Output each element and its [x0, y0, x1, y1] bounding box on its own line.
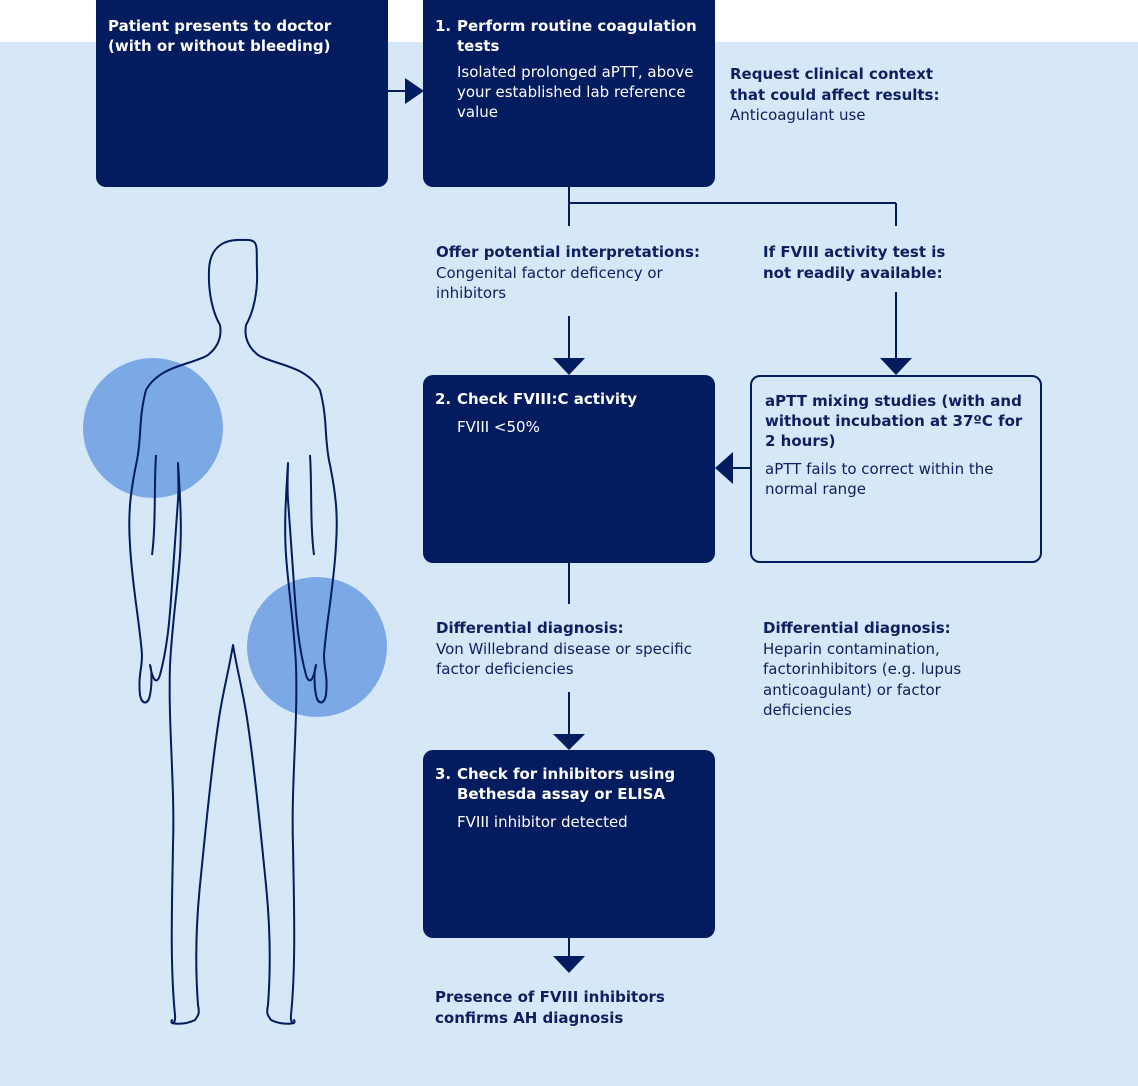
patient-presents-box: Patient presents to doctor (with or with… [96, 0, 388, 187]
arrowhead-to-step2 [553, 358, 585, 375]
ah-diagnosis-conclusion: Presence of FVIII inhibitors confirms AH… [435, 988, 665, 1027]
mixing-studies-box: aPTT mixing studies (with and without in… [750, 375, 1042, 563]
step2-fviii-activity-box: 2. Check FVIII:C activity FVIII <50% [423, 375, 715, 563]
arrowhead-to-step2-left [715, 452, 733, 484]
mixing-studies-result: aPTT fails to correct within the normal … [765, 460, 994, 498]
clinical-context-body: Anticoagulant use [730, 106, 866, 124]
differential-left-heading: Differential diagnosis: [436, 619, 624, 637]
step2-result: FVIII <50% [457, 418, 540, 436]
fviii-unavailable-heading: If FVIII activity test is not readily av… [763, 243, 946, 282]
step3-number: 3. [435, 765, 452, 783]
thigh-bleeding-circle [247, 577, 387, 717]
step1-heading: 1. Perform routine coagulation tests [435, 16, 703, 56]
step2-heading: 2. Check FVIII:C activity [435, 389, 703, 409]
arrowhead-to-step1 [405, 78, 424, 104]
step1-routine-tests-box: 1. Perform routine coagulation tests Iso… [423, 0, 715, 187]
arrowhead-to-mixing [880, 358, 912, 375]
body-silhouette [128, 238, 338, 1025]
differential-right-heading: Differential diagnosis: [763, 619, 951, 637]
arrowhead-to-conclusion [553, 956, 585, 973]
interpretations-heading: Offer potential interpretations: [436, 243, 700, 261]
arrowhead-to-step3 [553, 734, 585, 750]
step1-title: Perform routine coagulation tests [457, 17, 697, 55]
step1-number: 1. [435, 17, 452, 35]
shoulder-bleeding-circle [83, 358, 223, 498]
step1-result: Isolated prolonged aPTT, above your esta… [457, 63, 694, 121]
right-arm-inner [309, 454, 315, 556]
differential-right-body: Heparin contamination, factorinhibitors … [763, 639, 962, 720]
step3-result: FVIII inhibitor detected [457, 813, 628, 831]
fviii-unavailable-note: If FVIII activity test is not readily av… [763, 242, 968, 283]
differential-diagnosis-left: Differential diagnosis: Von Willebrand d… [436, 618, 716, 680]
step2-number: 2. [435, 390, 452, 408]
differential-left-body: Von Willebrand disease or specific facto… [436, 639, 692, 679]
step3-heading: 3. Check for inhibitors using Bethesda a… [435, 764, 703, 804]
clinical-context-note: Request clinical context that could affe… [730, 64, 950, 126]
differential-diagnosis-right: Differential diagnosis: Heparin contamin… [763, 618, 988, 721]
step3-inhibitors-box: 3. Check for inhibitors using Bethesda a… [423, 750, 715, 938]
left-arm-inner [151, 454, 157, 556]
patient-presents-text: Patient presents to doctor (with or with… [108, 17, 332, 55]
step3-title: Check for inhibitors using Bethesda assa… [457, 765, 676, 803]
human-body-outline-icon [83, 238, 387, 1025]
interpretations-note: Offer potential interpretations: Congeni… [436, 242, 706, 304]
step2-title: Check FVIII:C activity [457, 390, 637, 408]
clinical-context-heading: Request clinical context that could affe… [730, 65, 940, 104]
interpretations-body: Congenital factor deficency or inhibitor… [436, 263, 663, 303]
mixing-studies-title: aPTT mixing studies (with and without in… [765, 392, 1023, 450]
